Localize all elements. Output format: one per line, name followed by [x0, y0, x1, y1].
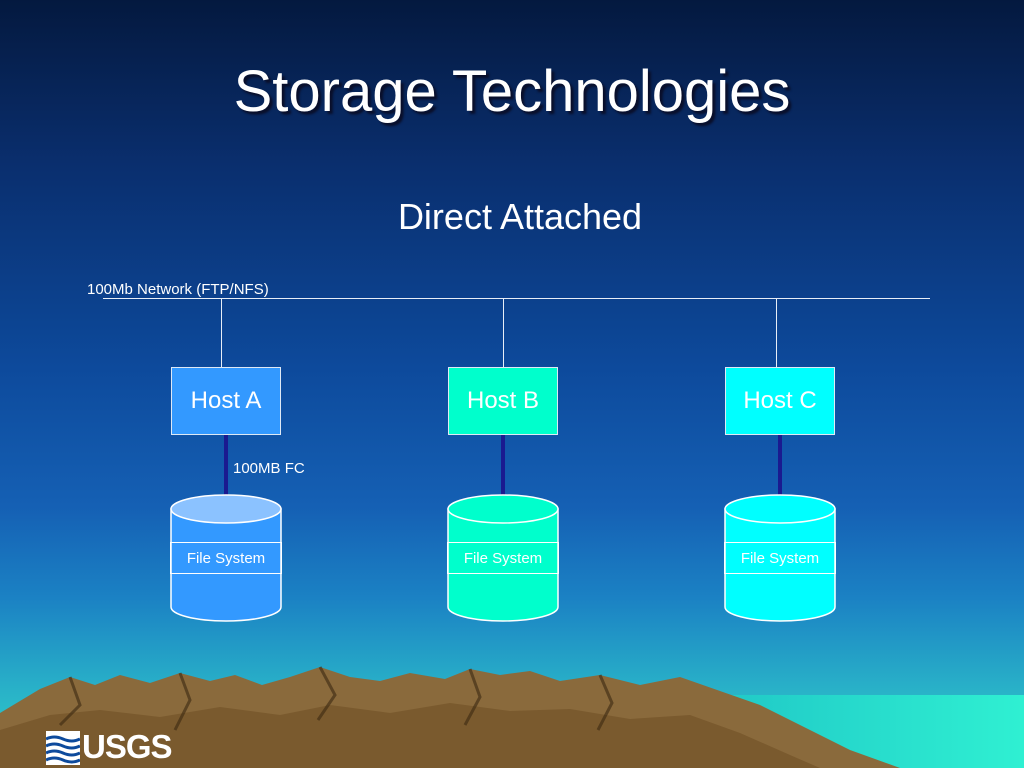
drive-c-label: File System [724, 542, 836, 574]
fc-link-host-c [778, 435, 782, 495]
host-c-box: Host C [725, 367, 835, 435]
fc-link-label: 100MB FC [233, 460, 305, 477]
usgs-logo-text: USGS [82, 728, 173, 765]
network-line [103, 298, 930, 299]
slide-title: Storage Technologies [233, 59, 791, 124]
host-b-box: Host B [448, 367, 558, 435]
host-a-box: Host A [171, 367, 281, 435]
host-c-label: Host C [743, 387, 817, 414]
drive-host-b: File System [447, 494, 559, 624]
usgs-logo: USGS [46, 728, 176, 766]
drive-c-cylinder [724, 494, 836, 622]
mountain-range-graphic [0, 666, 1024, 768]
drive-a-label: File System [170, 542, 282, 574]
network-drop-host-c [776, 298, 777, 367]
network-drop-host-b [503, 298, 504, 367]
drive-b-cylinder [447, 494, 559, 622]
host-b-label: Host B [466, 387, 540, 414]
network-label: 100Mb Network (FTP/NFS) [87, 281, 269, 298]
slide-subtitle: Direct Attached [397, 196, 643, 237]
drive-b-label: File System [447, 542, 559, 574]
drive-host-a: File System [170, 494, 282, 624]
fc-link-host-b [501, 435, 505, 495]
usgs-wave-icon [46, 731, 80, 765]
drive-host-c: File System [724, 494, 836, 624]
drive-a-cylinder [170, 494, 282, 622]
fc-link-host-a [224, 435, 228, 495]
network-drop-host-a [221, 298, 222, 367]
host-a-label: Host A [190, 387, 262, 414]
